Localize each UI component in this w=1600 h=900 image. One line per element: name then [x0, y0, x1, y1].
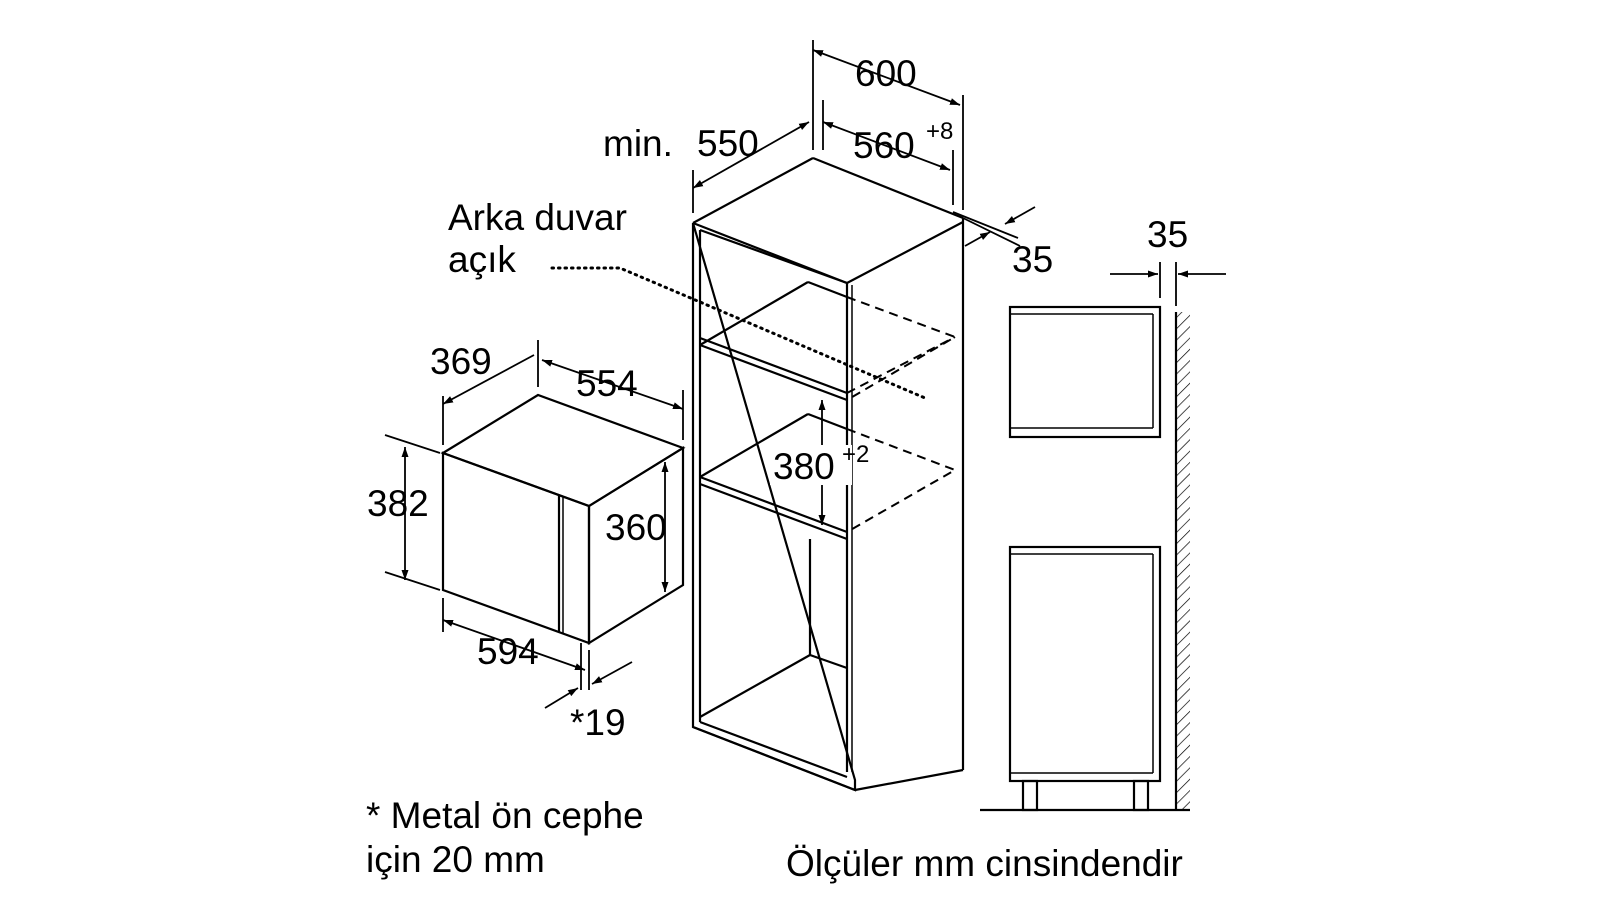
side-view-drawing: 35 — [980, 214, 1226, 812]
oven-height-inner-label: 360 — [605, 507, 667, 548]
cabinet-min-depth-label: 550 — [697, 123, 759, 164]
side-leg-right — [1132, 779, 1150, 812]
cabinet-niche-height-tol: +2 — [842, 441, 869, 468]
oven-front-face — [441, 451, 591, 645]
back-wall-label-line1: Arka duvar — [448, 197, 627, 238]
oven-top-face — [440, 393, 686, 508]
oven-drawing — [440, 393, 686, 645]
back-wall-leader — [550, 266, 927, 400]
oven-width-top-label: 554 — [576, 363, 638, 404]
oven-dimensions: 369 554 382 360 594 *19 — [367, 340, 684, 743]
footnote-line1: * Metal ön cephe — [366, 795, 644, 836]
cabinet-niche-height-label: 380 — [773, 446, 835, 487]
side-gap-label: 35 — [1147, 214, 1188, 255]
cabinet-drawing — [550, 156, 965, 792]
cabinet-min-prefix: min. — [603, 123, 673, 164]
cabinet-side-offset-label: 35 — [1012, 239, 1053, 280]
side-lower-unit — [1008, 545, 1162, 783]
oven-depth-label: 369 — [430, 341, 492, 382]
side-leg-left — [1021, 779, 1039, 812]
back-wall-label-line2: açık — [448, 239, 516, 280]
footnote-line2: için 20 mm — [366, 839, 545, 880]
units-note: Ölçüler mm cinsindendir — [786, 843, 1183, 884]
cabinet-niche-width-tol: +8 — [926, 118, 953, 145]
side-upper-unit — [1008, 305, 1162, 439]
cabinet-niche-width-label: 560 — [853, 125, 915, 166]
cabinet-dimensions: 600 min. 550 560 +8 35 380 +2 Arka duvar… — [448, 40, 1053, 525]
oven-height-outer-label: 382 — [367, 483, 429, 524]
wall-hatch — [1176, 312, 1190, 810]
oven-side-face — [587, 446, 685, 645]
removed-panel-lower — [846, 428, 958, 533]
cabinet-width-label: 600 — [855, 53, 917, 94]
oven-width-bottom-label: 594 — [477, 631, 539, 672]
oven-front-thickness-label: *19 — [570, 702, 626, 743]
